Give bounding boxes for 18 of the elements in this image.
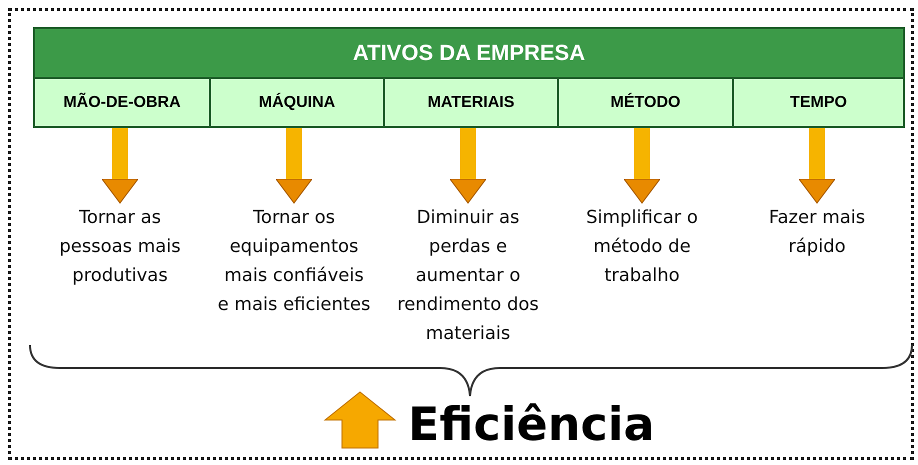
category-cell: MÉTODO — [559, 79, 732, 126]
category-cell: MÁQUINA — [211, 79, 383, 126]
asset-table — [33, 27, 905, 128]
goal-text: Tornar as pessoas mais produtivas — [42, 203, 198, 290]
category-cell: MÃO-DE-OBRA — [35, 79, 209, 126]
arrow — [624, 128, 660, 204]
goal-text: Fazer mais rápido — [739, 203, 895, 261]
goal-text: Diminuir as perdas e aumentar o rendimento dos materiais — [390, 203, 546, 348]
category-cell: MATERIAIS — [385, 79, 557, 126]
arrow — [450, 128, 486, 204]
arrow — [798, 128, 836, 204]
arrow — [276, 128, 312, 204]
goal-text: Simplificar o método de trabalho — [564, 203, 720, 290]
arrow — [102, 128, 138, 204]
goal-text: Tornar os equipamentos mais confiáveis e mais eficientes — [216, 203, 372, 319]
category-cell: TEMPO — [734, 79, 903, 126]
result-text: Eficiência — [408, 396, 655, 452]
table-heading: ATIVOS DA EMPRESA — [35, 29, 903, 77]
